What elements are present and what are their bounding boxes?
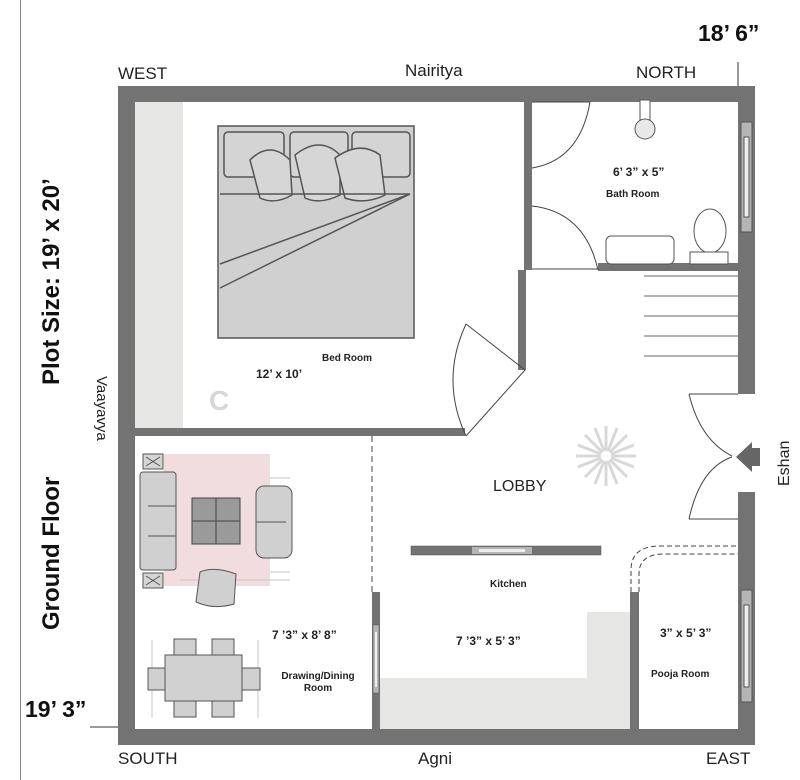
pooja-label: Pooja Room bbox=[651, 669, 710, 680]
direction-west: WEST bbox=[118, 64, 168, 83]
depth-dimension: 19’ 3” bbox=[25, 696, 87, 722]
kitchen-size: 7 ’3” x 5’ 3” bbox=[456, 634, 521, 648]
width-dimension: 18’ 6” bbox=[698, 20, 760, 46]
sofa bbox=[139, 453, 177, 589]
bathroom-label: Bath Room bbox=[606, 189, 660, 200]
margin-line bbox=[20, 0, 21, 780]
dining-table bbox=[147, 638, 261, 718]
lobby-label: LOBBY bbox=[493, 478, 547, 495]
bedroom-east-wall bbox=[518, 270, 526, 370]
entrance-arrow-icon bbox=[736, 442, 760, 472]
window-bathroom bbox=[740, 121, 753, 233]
kitchen-counter bbox=[380, 612, 630, 729]
bathroom-size: 6’ 3” x 5” bbox=[613, 165, 665, 179]
direction-nairitya: Nairitya bbox=[405, 61, 463, 80]
bed bbox=[217, 125, 415, 339]
bathtub bbox=[605, 235, 675, 265]
kitchen-partition bbox=[410, 545, 602, 556]
window-pooja bbox=[740, 589, 753, 703]
coffee-table bbox=[191, 497, 241, 545]
armchair bbox=[255, 485, 293, 559]
svg-text:C: C bbox=[209, 385, 229, 416]
shower-fixture bbox=[634, 99, 656, 140]
bedroom-label: Bed Room bbox=[322, 353, 372, 364]
direction-south: SOUTH bbox=[118, 749, 178, 768]
pooja-arch bbox=[630, 545, 738, 592]
watermark: C bbox=[209, 385, 229, 416]
bathroom-doors bbox=[531, 101, 599, 271]
main-door bbox=[688, 393, 738, 520]
pooja-size: 3” x 5’ 3” bbox=[660, 626, 712, 640]
wardrobe bbox=[135, 102, 183, 428]
kitchen-label: Kitchen bbox=[490, 579, 527, 590]
direction-north: NORTH bbox=[636, 63, 697, 82]
direction-east: EAST bbox=[706, 749, 751, 768]
direction-agni: Agni bbox=[418, 749, 453, 768]
chair bbox=[195, 568, 237, 608]
toilet bbox=[689, 208, 729, 265]
bedroom-size: 12’ x 10’ bbox=[256, 367, 303, 381]
drawing-dining-label: Drawing/Dining Room bbox=[281, 671, 355, 694]
drawing-dining-size: 7 ’3” x 8’ 8” bbox=[272, 628, 337, 642]
staircase bbox=[644, 275, 738, 357]
bedroom-door bbox=[452, 323, 526, 437]
sun-symbol bbox=[576, 426, 636, 486]
